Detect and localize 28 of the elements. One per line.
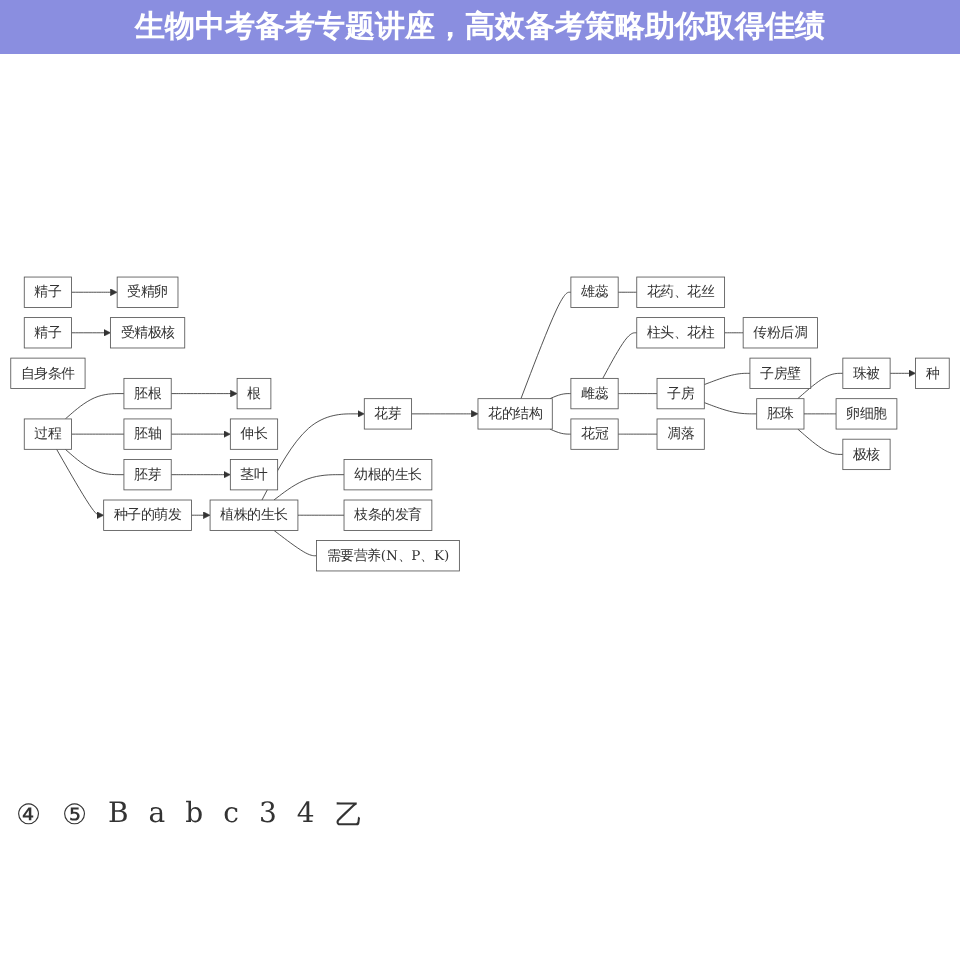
- figure-label: 4: [296, 798, 315, 834]
- connector: [297, 514, 345, 516]
- connector: [724, 332, 744, 334]
- connector: [71, 433, 125, 435]
- figure-label: ⑤: [62, 798, 88, 834]
- connector: [617, 433, 658, 435]
- connector: [703, 372, 751, 385]
- connector: [273, 474, 345, 501]
- figure-label: b: [185, 798, 204, 834]
- connector: [520, 291, 572, 400]
- figure-label: 乙: [334, 798, 363, 834]
- connector: [64, 448, 125, 476]
- connector: [797, 428, 844, 455]
- connector: [803, 413, 837, 415]
- connector: [273, 530, 317, 557]
- figure-label: B: [108, 798, 129, 834]
- connector: [602, 332, 638, 379]
- figure-label: c: [223, 798, 239, 834]
- figure-label: ④: [16, 798, 42, 834]
- connector: [797, 372, 844, 400]
- connector: [64, 393, 125, 420]
- banner-title: 生物中考备考专题讲座，高效备考策略助你取得佳绩: [0, 0, 960, 54]
- connector: [549, 393, 572, 400]
- figure-label: a: [148, 798, 166, 834]
- connector: [703, 402, 758, 415]
- connector: [617, 291, 638, 293]
- connector: [617, 393, 658, 395]
- figure-label: 3: [258, 798, 277, 834]
